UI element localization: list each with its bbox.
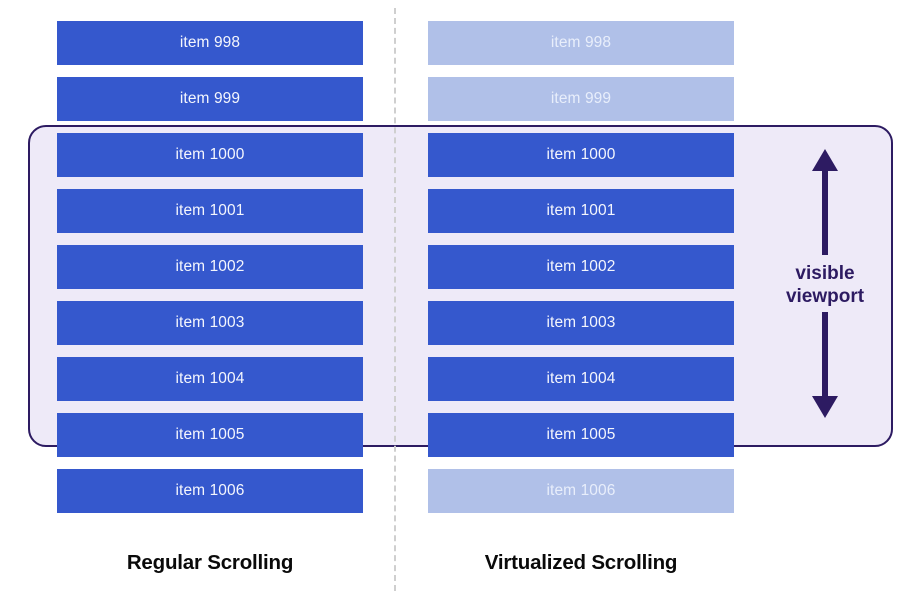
visible-viewport-label: visible viewport [785, 263, 865, 307]
list-item-label: item 1001 [175, 202, 245, 219]
list-item-label: item 1006 [546, 482, 616, 499]
list-item[interactable]: item 999 [428, 77, 734, 121]
list-item-label: item 1005 [546, 426, 616, 443]
list-item-label: item 1000 [546, 146, 616, 163]
list-item[interactable]: item 1003 [428, 301, 734, 345]
list-item-label: item 998 [550, 34, 612, 51]
list-item-label: item 1000 [175, 146, 245, 163]
list-item-label: item 998 [179, 34, 241, 51]
list-item[interactable]: item 1006 [57, 469, 363, 513]
list-item-label: item 1003 [546, 314, 616, 331]
list-item[interactable]: item 1000 [57, 133, 363, 177]
list-item[interactable]: item 1004 [57, 357, 363, 401]
list-item[interactable]: item 1002 [428, 245, 734, 289]
list-item-label: item 1004 [175, 370, 245, 387]
list-item[interactable]: item 1005 [428, 413, 734, 457]
visible-viewport-annotation: visible viewport [757, 125, 893, 447]
list-item-label: item 1002 [175, 258, 245, 275]
list-item-label: item 1004 [546, 370, 616, 387]
list-item-label: item 1003 [175, 314, 245, 331]
list-item-label: item 1001 [546, 202, 616, 219]
arrow-up-icon [808, 147, 842, 260]
list-item[interactable]: item 1000 [428, 133, 734, 177]
list-item-label: item 1005 [175, 426, 245, 443]
list-item-label: item 999 [550, 90, 612, 107]
list-item[interactable]: item 998 [428, 21, 734, 65]
list-item[interactable]: item 1001 [428, 189, 734, 233]
virtualized-scrolling-caption: Virtualized Scrolling [484, 551, 678, 574]
list-item-label: item 999 [179, 90, 241, 107]
arrow-down-icon [808, 311, 842, 425]
list-item[interactable]: item 1002 [57, 245, 363, 289]
list-item[interactable]: item 999 [57, 77, 363, 121]
list-item[interactable]: item 998 [57, 21, 363, 65]
list-item[interactable]: item 1005 [57, 413, 363, 457]
list-item-label: item 1002 [546, 258, 616, 275]
column-divider [394, 8, 396, 591]
list-item-label: item 1006 [175, 482, 245, 499]
list-item[interactable]: item 1004 [428, 357, 734, 401]
list-item[interactable]: item 1001 [57, 189, 363, 233]
list-item[interactable]: item 1003 [57, 301, 363, 345]
list-item[interactable]: item 1006 [428, 469, 734, 513]
regular-scrolling-caption: Regular Scrolling [126, 551, 294, 574]
